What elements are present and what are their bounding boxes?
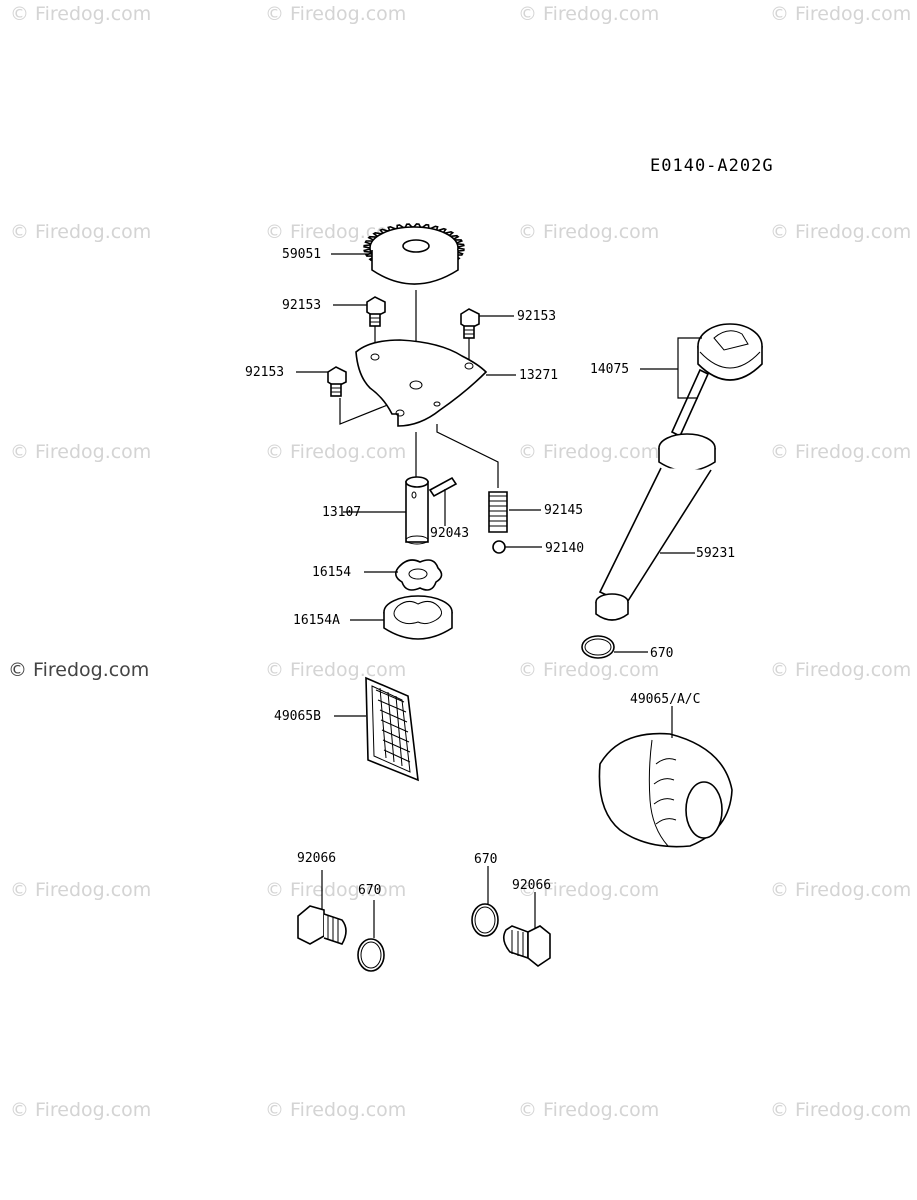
watermark: © Firedog.com [518,1099,659,1121]
diagram-code: E0140-A202G [650,156,774,176]
part-label[interactable]: 92043 [430,526,469,541]
watermark: © Firedog.com [10,1099,151,1121]
watermark: © Firedog.com [770,3,911,25]
oil-screen-49065B[interactable] [365,676,419,782]
part-label[interactable]: 14075 [590,362,629,377]
oil-filter-49065[interactable] [598,732,733,848]
watermark: © Firedog.com [265,659,406,681]
bolt-92153[interactable] [366,296,386,327]
pin-92043[interactable] [428,476,458,498]
watermark-layer: © Firedog.com © Firedog.com © Firedog.co… [8,3,911,1121]
part-label[interactable]: 92153 [245,365,284,380]
bolt-92153[interactable] [327,366,347,397]
watermark: © Firedog.com [518,659,659,681]
part-label[interactable]: 49065/A/C [630,692,700,707]
part-label[interactable]: 49065B [274,709,321,724]
drain-plug-92066[interactable] [297,905,347,945]
drain-plug-92066[interactable] [502,925,551,967]
part-label[interactable]: 59231 [696,546,735,561]
part-label[interactable]: 92145 [544,503,583,518]
outer-rotor-16154A[interactable] [383,595,453,640]
tube-59231[interactable] [595,433,716,621]
gear-59051[interactable] [363,223,465,285]
part-label[interactable]: 670 [650,646,673,661]
watermark: © Firedog.com [518,3,659,25]
o-ring-670[interactable] [471,903,499,937]
inner-rotor-16154[interactable] [394,559,443,591]
watermark: © Firedog.com [265,441,406,463]
watermark: © Firedog.com [770,1099,911,1121]
watermark: © Firedog.com [518,879,659,901]
part-label[interactable]: 92140 [545,541,584,556]
o-ring-670[interactable] [357,938,385,972]
watermark: © Firedog.com [770,659,911,681]
part-label[interactable]: 670 [474,852,497,867]
watermark: © Firedog.com [770,221,911,243]
part-label[interactable]: 670 [358,883,381,898]
watermark: © Firedog.com [265,1099,406,1121]
part-label[interactable]: 92066 [512,878,551,893]
part-label[interactable]: 16154 [312,565,351,580]
watermark: © Firedog.com [10,3,151,25]
o-ring-670[interactable] [581,635,615,659]
watermark: © Firedog.com [10,879,151,901]
watermark: © Firedog.com [10,441,151,463]
watermark: © Firedog.com [265,3,406,25]
shaft-13107[interactable] [405,476,429,545]
part-label[interactable]: 92153 [282,298,321,313]
bolt-92153[interactable] [460,308,480,339]
ball-92140[interactable] [492,540,506,554]
part-label[interactable]: 13107 [322,505,361,520]
watermark: © Firedog.com [265,879,406,901]
part-label[interactable]: 13271 [519,368,558,383]
watermark: © Firedog.com [8,659,149,681]
part-label[interactable]: 16154A [293,613,340,628]
watermark: © Firedog.com [518,221,659,243]
spring-92145[interactable] [488,491,508,533]
watermark: © Firedog.com [770,441,911,463]
cover-plate-13271[interactable] [355,339,488,427]
watermark: © Firedog.com [770,879,911,901]
part-label[interactable]: 59051 [282,247,321,262]
part-label[interactable]: 92153 [517,309,556,324]
part-label[interactable]: 92066 [297,851,336,866]
watermark: © Firedog.com [518,441,659,463]
watermark: © Firedog.com [10,221,151,243]
dipstick-14075[interactable] [670,323,763,438]
